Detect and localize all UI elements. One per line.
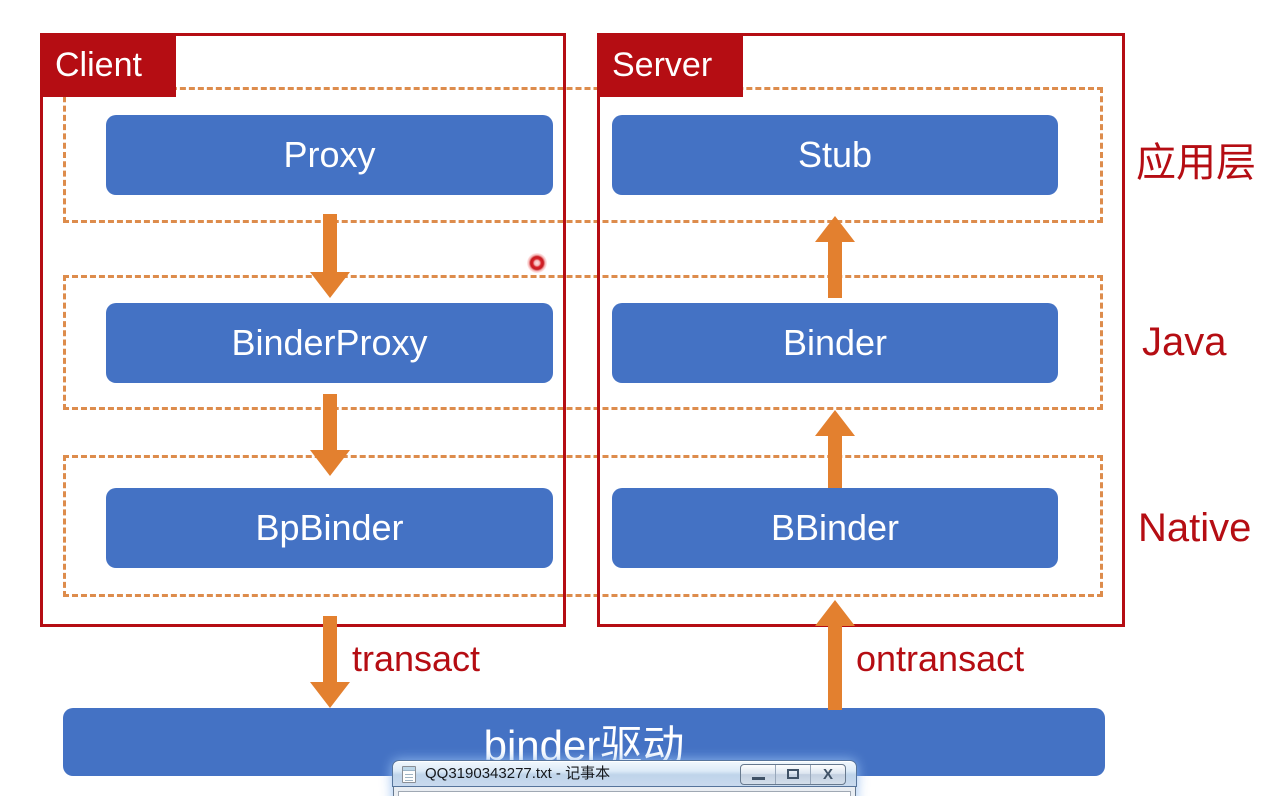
notepad-window: QQ3190343277.txt - 记事本 X — [392, 760, 857, 796]
layer-band-native — [63, 455, 1103, 597]
node-bpbinder: BpBinder — [106, 488, 553, 568]
node-proxy: Proxy — [106, 115, 553, 195]
arrow-up-binder-to-stub-icon — [815, 216, 855, 298]
client-column-title-text: Client — [55, 45, 142, 84]
server-column-title: Server — [597, 33, 743, 97]
layer-label-native: Native — [1138, 506, 1252, 550]
close-button[interactable]: X — [810, 765, 845, 784]
maximize-icon — [787, 769, 799, 779]
arrow-head — [310, 450, 350, 476]
notepad-icon-lines — [405, 774, 413, 781]
layer-label-java: Java — [1142, 320, 1227, 364]
notepad-text-area[interactable] — [398, 791, 851, 796]
layer-band-application — [63, 87, 1103, 223]
notepad-titlebar[interactable]: QQ3190343277.txt - 记事本 X — [392, 760, 857, 787]
arrow-up-ontransact-icon — [815, 600, 855, 710]
arrow-shaft — [323, 394, 337, 452]
laser-pointer-dot — [527, 253, 547, 273]
arrow-shaft — [323, 616, 337, 684]
node-binder-label: Binder — [782, 322, 888, 363]
node-binder: Binder — [612, 303, 1058, 383]
transact-caption: transact — [352, 638, 481, 679]
node-binderproxy-label: BinderProxy — [231, 322, 428, 363]
server-column-frame — [597, 33, 1125, 627]
client-column-title: Client — [40, 33, 176, 97]
node-bbinder-label: BBinder — [770, 507, 900, 548]
arrow-head — [310, 272, 350, 298]
node-stub-label: Stub — [797, 134, 873, 175]
arrow-up-bbinder-to-binder-icon — [815, 410, 855, 488]
layer-band-java — [63, 275, 1103, 410]
arrow-shaft — [828, 624, 842, 710]
node-binderproxy: BinderProxy — [106, 303, 553, 383]
node-bpbinder-label: BpBinder — [255, 507, 404, 548]
minimize-button[interactable] — [741, 765, 775, 784]
minimize-icon — [751, 777, 765, 780]
node-stub: Stub — [612, 115, 1058, 195]
ontransact-caption: ontransact — [856, 638, 1025, 679]
notepad-body — [393, 787, 856, 796]
arrow-down-transact-icon — [310, 616, 350, 708]
node-bbinder: BBinder — [612, 488, 1058, 568]
client-column-frame — [40, 33, 566, 627]
notepad-icon-spiral — [403, 767, 415, 771]
arrow-shaft — [828, 434, 842, 488]
arrow-head — [815, 216, 855, 242]
arrow-head — [815, 410, 855, 436]
notepad-icon[interactable] — [402, 766, 416, 783]
arrow-shaft — [323, 214, 337, 274]
maximize-button[interactable] — [775, 765, 810, 784]
arrow-down-proxy-to-binderproxy-icon — [310, 214, 350, 298]
arrow-shaft — [828, 240, 842, 298]
close-icon: X — [822, 766, 833, 783]
server-column-title-text: Server — [612, 45, 713, 84]
node-proxy-label: Proxy — [283, 134, 376, 175]
arrow-head — [310, 682, 350, 708]
window-controls: X — [740, 764, 846, 785]
layer-label-application: 应用层 — [1136, 141, 1256, 185]
arrow-head — [815, 600, 855, 626]
notepad-window-title: QQ3190343277.txt - 记事本 — [425, 765, 611, 782]
arrow-down-binderproxy-to-bpbinder-icon — [310, 394, 350, 476]
